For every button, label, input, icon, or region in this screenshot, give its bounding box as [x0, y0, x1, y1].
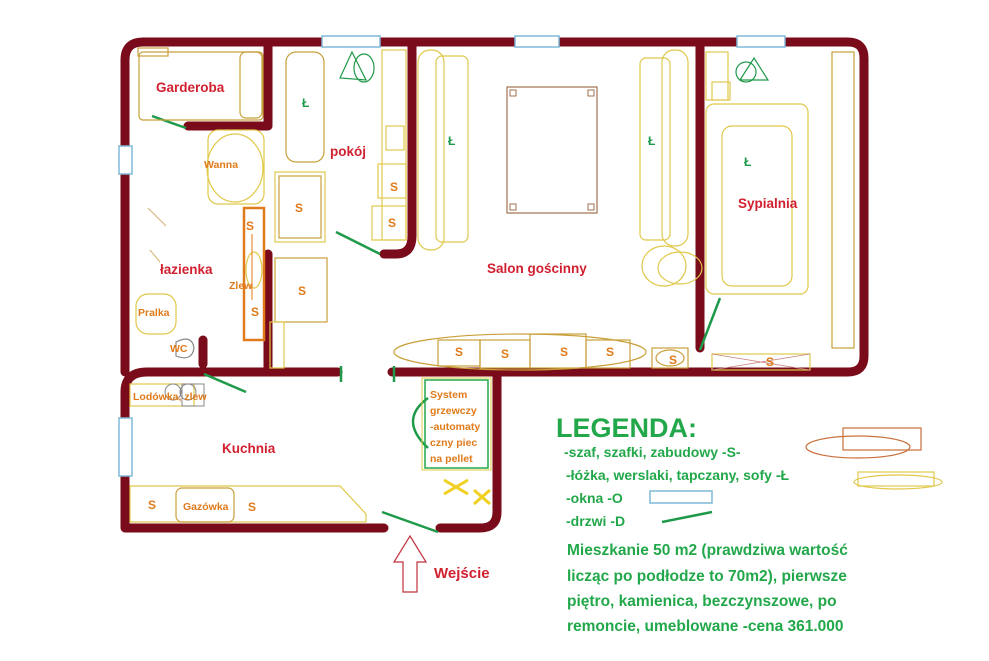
bed-marker: Ł: [302, 96, 309, 110]
bed-marker: Ł: [648, 134, 655, 148]
fixture-label-system-1: System: [430, 389, 467, 401]
legend-cabinet-sample: [842, 427, 922, 451]
description-line: piętro, kamienica, bezczynszowe, po: [567, 593, 837, 610]
door: [335, 230, 381, 256]
description: Mieszkanie 50 m2 (prawdziwa wartość licz…: [567, 542, 848, 635]
description-line: licząc po podłodze to 70m2), pierwsze: [567, 568, 847, 585]
cabinet-marker: S: [388, 216, 396, 230]
cabinet-marker: S: [455, 345, 463, 359]
legend-door-sample: [661, 510, 713, 524]
legend-bed-sample: [857, 471, 935, 487]
fixture-label-gazowka: Gazówka: [183, 501, 229, 513]
fixture-label-wanna: Wanna: [204, 159, 238, 171]
window: [118, 145, 133, 175]
legend-item-doors: -drzwi -D: [566, 513, 625, 529]
entrance-label: Wejście: [434, 565, 490, 582]
cabinet-marker: S: [669, 353, 677, 367]
window: [514, 35, 560, 48]
description-line: remoncie, umeblowane -cena 361.000: [567, 618, 844, 635]
cabinet-marker: S: [560, 345, 568, 359]
cabinet-markers: S S S S S S S S S S S S S S: [148, 180, 774, 514]
cabinet-marker: S: [246, 219, 254, 233]
bed-markers: Ł Ł Ł Ł: [302, 96, 751, 169]
window: [118, 417, 133, 477]
windows: [118, 35, 786, 477]
window: [321, 35, 381, 48]
door: [151, 114, 187, 130]
fixture-label-pralka: Pralka: [138, 307, 170, 319]
cabinet-marker: S: [148, 498, 156, 512]
fixture-label-system-3: -automaty: [430, 421, 480, 433]
legend-item-cabinets: -szaf, szafki, zabudowy -S-: [564, 444, 741, 460]
legend: LEGENDA: -szaf, szafki, zabudowy -S- -łó…: [556, 413, 943, 529]
legend-item-windows: -okna -O: [566, 490, 623, 506]
description-line: Mieszkanie 50 m2 (prawdziwa wartość: [567, 542, 848, 559]
furniture: [129, 47, 855, 523]
cabinet-marker: S: [606, 345, 614, 359]
cabinet-marker: S: [251, 305, 259, 319]
cabinet-marker: S: [501, 347, 509, 361]
door: [203, 372, 247, 394]
window: [736, 35, 786, 48]
fixture-label-lodowka-zlew: Lodówka, zlew: [133, 391, 207, 403]
fixture-label-wc: WC: [170, 343, 188, 355]
bed-marker: Ł: [744, 155, 751, 169]
door: [698, 297, 722, 351]
fixture-label-system-5: na pellet: [430, 453, 473, 465]
cabinet-marker: S: [766, 355, 774, 369]
walls: [120, 37, 869, 533]
fixture-label-system-4: czny piec: [430, 437, 477, 449]
entrance-arrow: [392, 534, 428, 593]
room-label-lazienka: łazienka: [160, 262, 213, 277]
legend-title: LEGENDA:: [556, 413, 697, 443]
room-label-sypialnia: Sypialnia: [738, 196, 798, 211]
room-label-garderoba: Garderoba: [156, 80, 225, 95]
cabinet-marker: S: [298, 284, 306, 298]
bed-marker: Ł: [448, 134, 455, 148]
room-label-kuchnia: Kuchnia: [222, 441, 276, 456]
room-label-pokoj: pokój: [330, 144, 366, 159]
doors: [151, 114, 722, 534]
cabinet-marker: S: [295, 201, 303, 215]
fixture-label-zlew: Zlew: [229, 280, 253, 292]
door: [381, 510, 439, 534]
legend-item-beds: -łóżka, werslaki, tapczany, sofy -Ł: [566, 467, 789, 483]
cabinet-marker: S: [248, 500, 256, 514]
door: [411, 396, 429, 449]
cabinet-marker: S: [390, 180, 398, 194]
fixture-label-system-2: grzewczy: [430, 405, 477, 417]
room-label-salon: Salon gościnny: [487, 261, 587, 276]
legend-window-sample: [649, 490, 713, 504]
